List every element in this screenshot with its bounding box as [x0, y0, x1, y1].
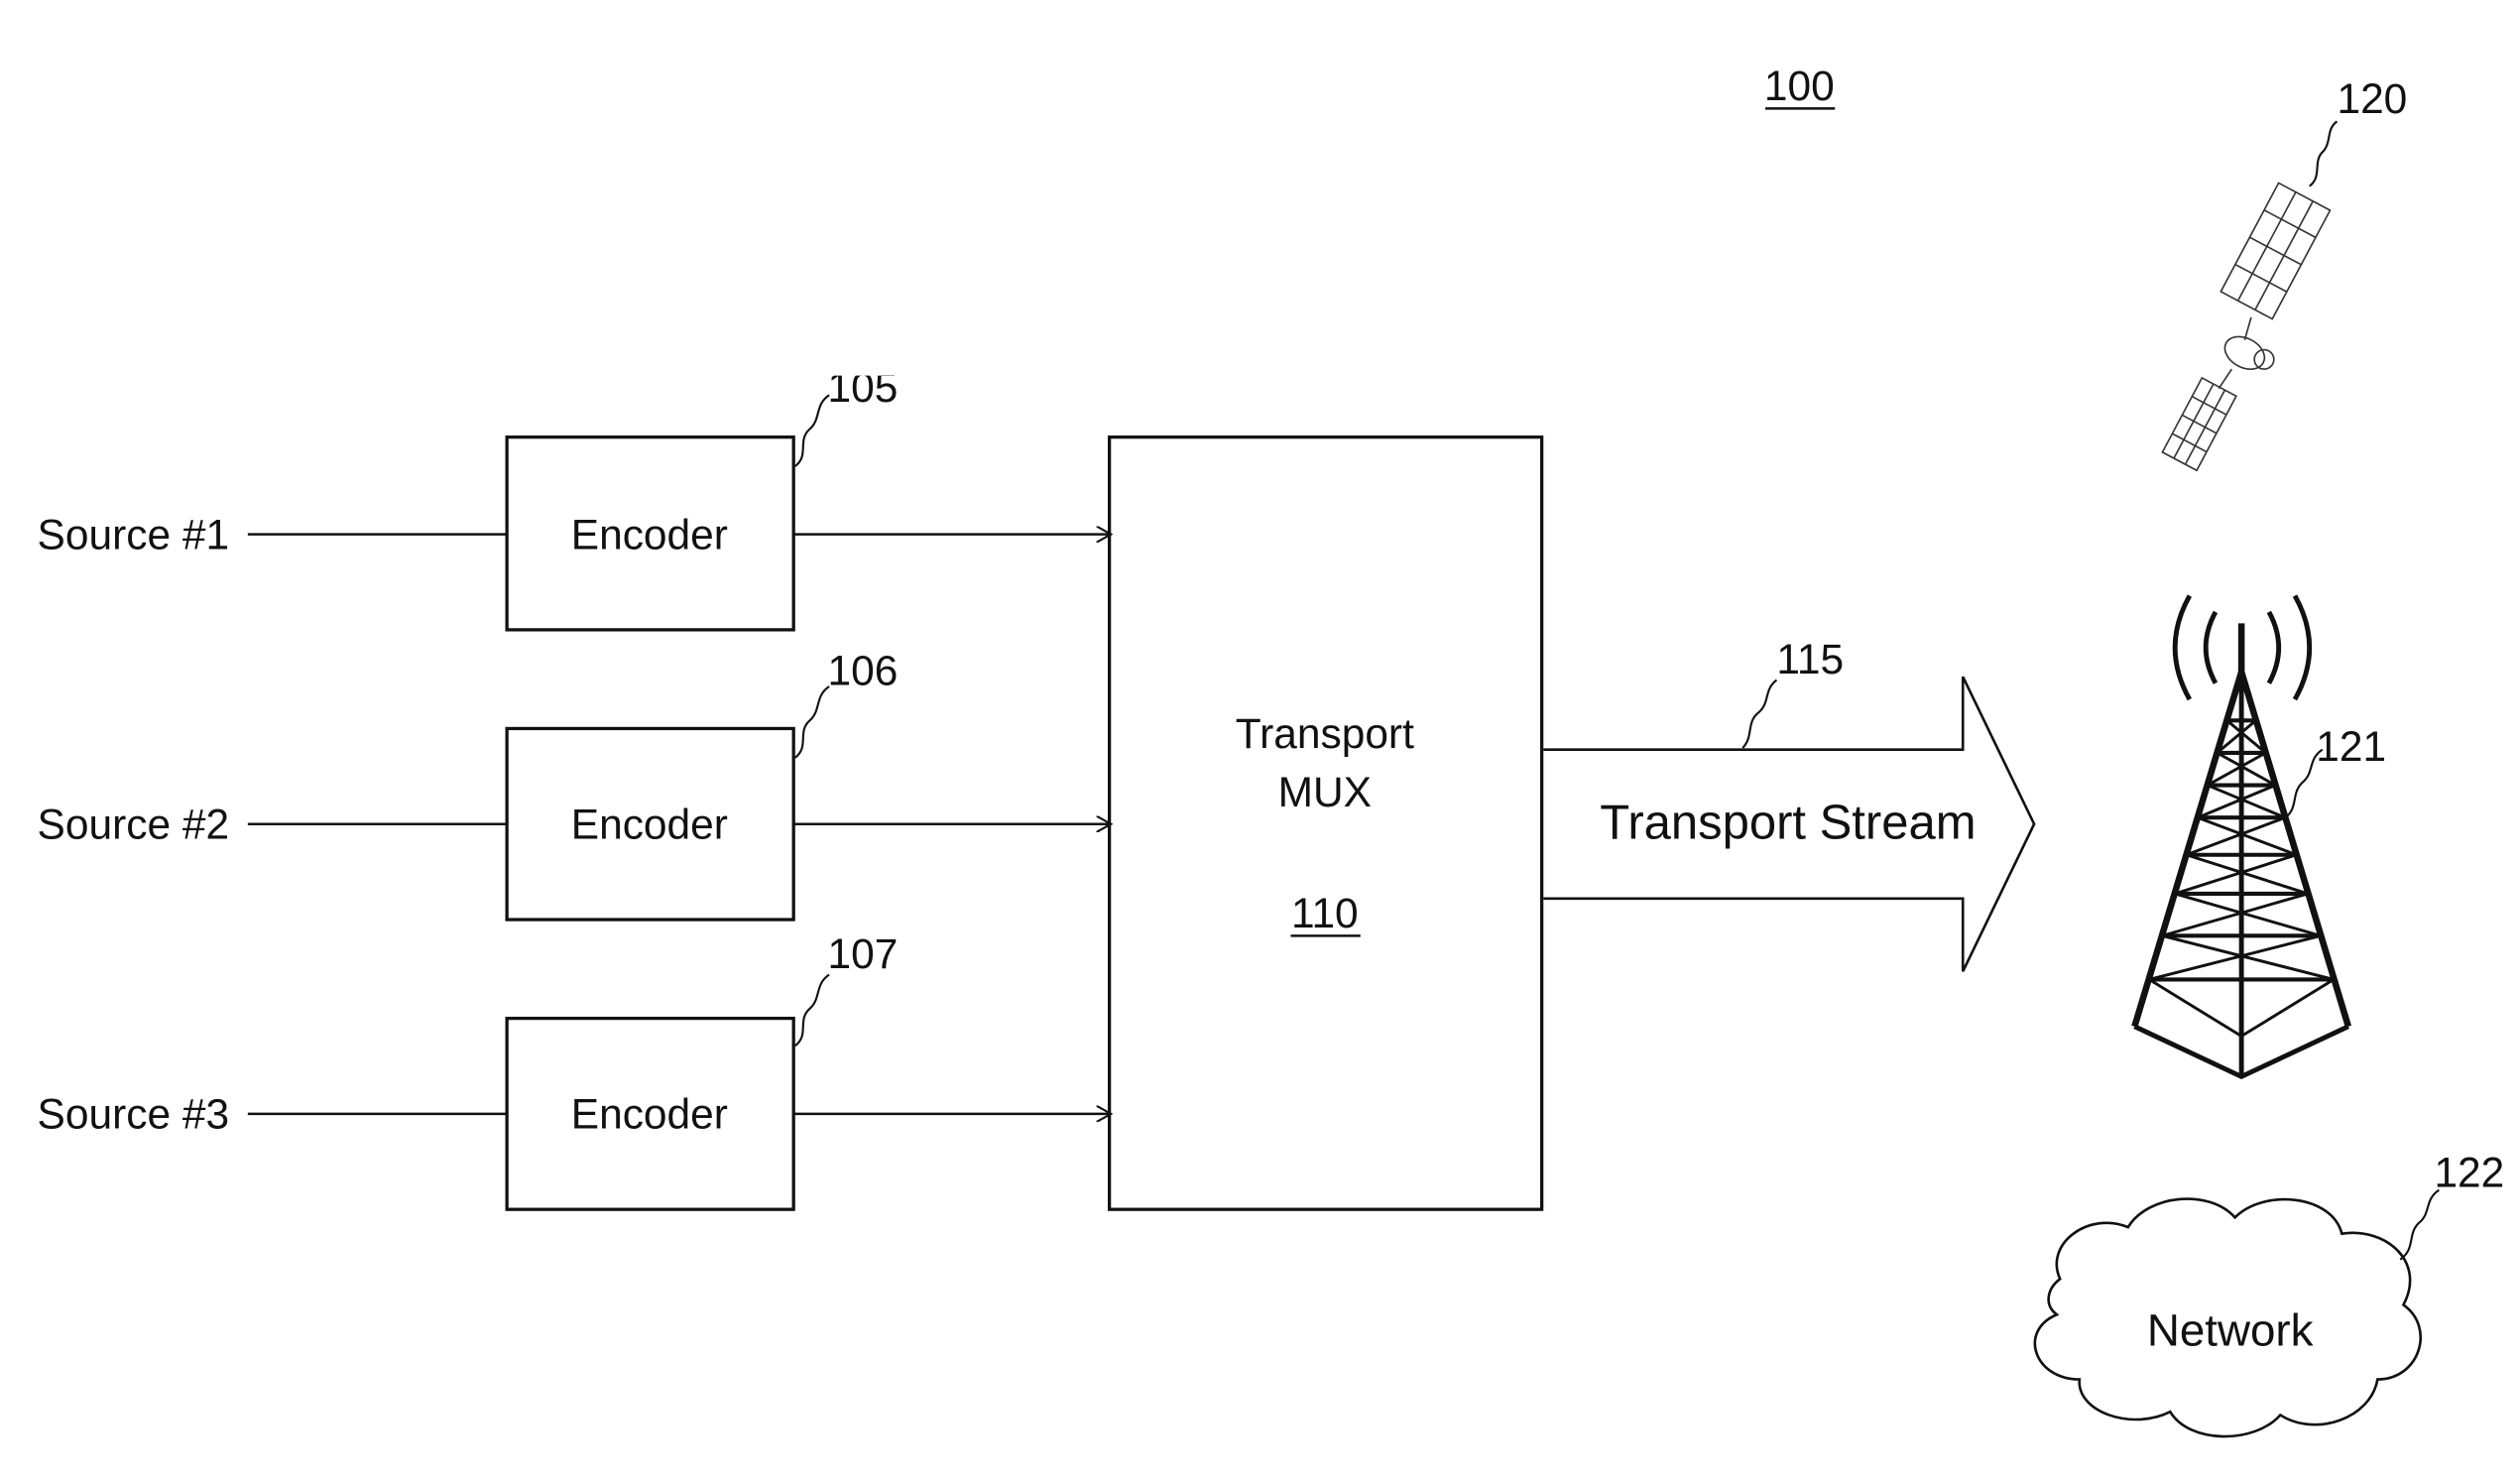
satellite: 120: [2162, 75, 2407, 470]
stream-ref: 115: [1776, 636, 1844, 682]
stream-ref-leader: [1742, 680, 1776, 748]
source-row-2: Source #2 Encoder 106: [38, 647, 1110, 920]
broadcast-tower: 121: [2134, 596, 2386, 1077]
encoder-label-3: Encoder: [571, 1091, 728, 1138]
mux-label-line-1: Transport: [1236, 710, 1414, 757]
encoder-ref-1: 105: [827, 364, 898, 411]
encoder-ref-3: 107: [827, 930, 898, 977]
stream-label: Transport Stream: [1600, 796, 1976, 849]
tower-icon: [2134, 596, 2348, 1077]
figure-number: 100: [1764, 62, 1835, 109]
network: Network 122: [2035, 1149, 2504, 1436]
encoder-label-2: Encoder: [571, 801, 728, 847]
network-label: Network: [2147, 1304, 2314, 1355]
source-label-1: Source #1: [38, 511, 230, 557]
satellite-icon: [2162, 183, 2330, 470]
transport-stream-arrow: Transport Stream 115: [1543, 636, 2034, 971]
tower-ref: 121: [2316, 723, 2386, 770]
mux-label-line-2: MUX: [1278, 769, 1372, 815]
mux-ref: 110: [1291, 890, 1359, 936]
network-ref: 122: [2434, 1149, 2504, 1195]
satellite-ref: 120: [2337, 75, 2407, 122]
source-label-2: Source #2: [38, 801, 230, 847]
source-row-1: Source #1 Encoder 105: [38, 364, 1110, 630]
encoder-ref-leader-1: [795, 395, 829, 466]
network-ref-leader: [2400, 1190, 2439, 1260]
transport-mux: Transport MUX 110: [1110, 437, 1542, 1210]
source-row-3: Source #3 Encoder 107: [38, 930, 1110, 1209]
encoder-ref-leader-2: [795, 686, 829, 758]
encoder-label-1: Encoder: [571, 511, 728, 557]
encoder-ref-leader-3: [795, 975, 829, 1047]
satellite-ref-leader: [2310, 121, 2338, 185]
mux-box: [1110, 437, 1542, 1210]
source-label-3: Source #3: [38, 1091, 230, 1138]
encoder-ref-2: 106: [827, 647, 898, 693]
